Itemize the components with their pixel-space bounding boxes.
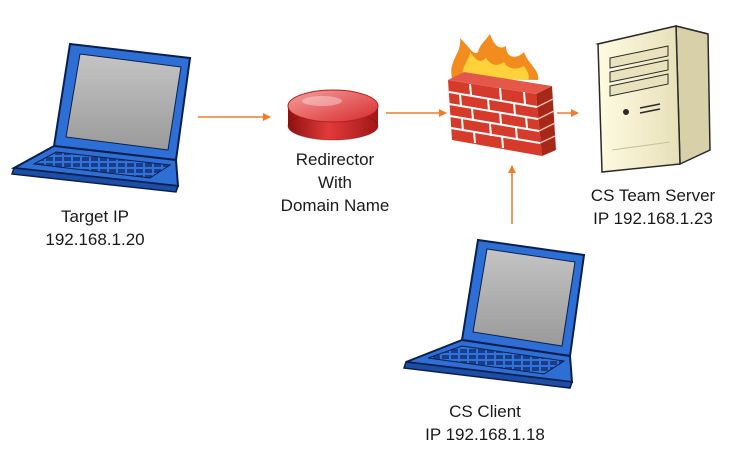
redirector-with: With xyxy=(318,173,352,192)
target-name: Target IP xyxy=(60,207,130,226)
client-laptop-icon xyxy=(402,238,586,389)
target-ip: 192.168.1.20 xyxy=(45,230,145,249)
server-ip: IP 192.168.1.23 xyxy=(593,209,713,228)
redirector-label: Redirector With Domain Name xyxy=(255,148,415,217)
target-laptop-icon xyxy=(10,42,192,193)
client-ip: IP 192.168.1.18 xyxy=(425,425,545,444)
server-tower-icon xyxy=(595,25,711,173)
server-label: CS Team Server IP 192.168.1.23 xyxy=(568,184,738,230)
target-label: Target IP 192.168.1.20 xyxy=(20,205,170,251)
redirector-cylinder-icon xyxy=(287,89,379,141)
redirector-name: Redirector xyxy=(295,150,375,169)
firewall-icon xyxy=(448,34,556,156)
client-label: CS Client IP 192.168.1.18 xyxy=(400,400,570,446)
client-name: CS Client xyxy=(449,402,521,421)
server-name: CS Team Server xyxy=(590,186,716,205)
connection-arrows xyxy=(198,109,579,224)
redirector-domain: Domain Name xyxy=(280,196,390,215)
